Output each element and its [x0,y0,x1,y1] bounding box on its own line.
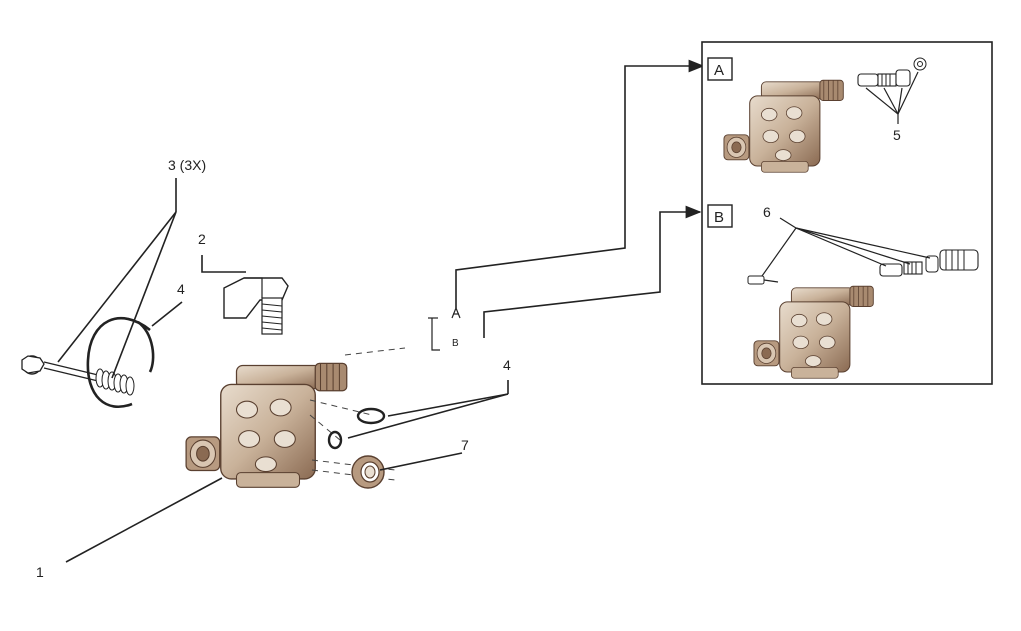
o-ring-small [327,430,343,450]
unloader-valve-part [223,277,289,335]
connector-b-label: B [452,338,459,349]
coil-spring [95,368,135,396]
callout-2: 2 [198,231,206,247]
callout-6: 6 [763,204,771,220]
callout-4-left: 4 [177,281,185,297]
callout-3: 3 (3X) [168,157,206,173]
callout-1: 1 [36,564,44,580]
seal [351,455,385,489]
inset-b-label-box [707,204,733,228]
bolt-with-spring [21,355,135,396]
o-ring-large [356,407,386,425]
callout-7: 7 [461,437,469,453]
inset-b-valve-parts [747,249,979,285]
inset-a-valve-parts [857,57,927,87]
callout-4-right: 4 [503,357,511,373]
inset-a-label: A [714,62,724,79]
retaining-ring [86,317,151,409]
inset-b-label: B [714,209,724,226]
callout-5: 5 [893,127,901,143]
inset-a-label-box [707,57,733,81]
